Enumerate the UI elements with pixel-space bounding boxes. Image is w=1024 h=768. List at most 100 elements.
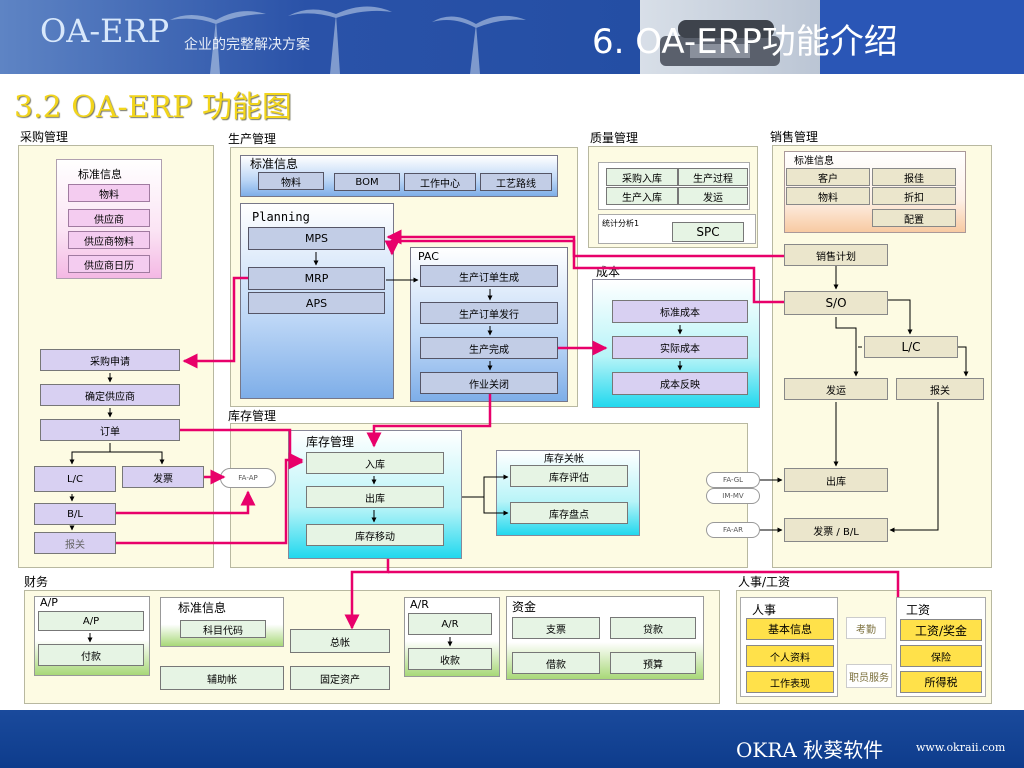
logo: OA-ERP: [40, 12, 170, 50]
inventory-close-title: 库存关帐: [544, 454, 584, 465]
interface-fa-gl[interactable]: FA-GL: [706, 472, 760, 488]
purchase-customs[interactable]: 报关: [34, 532, 116, 554]
hr-salary-bonus[interactable]: 工资/奖金: [900, 619, 982, 641]
purchase-bl[interactable]: B/L: [34, 503, 116, 525]
purchase-invoice[interactable]: 发票: [122, 466, 204, 488]
pac-complete[interactable]: 生产完成: [420, 337, 558, 359]
purchase-std-supplier-material[interactable]: 供应商物料: [68, 231, 150, 249]
finance-ap[interactable]: A/P: [38, 611, 144, 631]
inventory-out[interactable]: 出库: [306, 486, 444, 508]
section-label-hr: 人事/工资: [738, 575, 791, 589]
finance-ap-title: A/P: [40, 596, 58, 609]
purchase-order[interactable]: 订单: [40, 419, 180, 441]
purchase-request[interactable]: 采购申请: [40, 349, 180, 371]
finance-ar-title: A/R: [410, 598, 429, 611]
sales-std-customer[interactable]: 客户: [786, 168, 870, 186]
production-std-bom[interactable]: BOM: [334, 173, 400, 191]
hr-performance[interactable]: 工作表现: [746, 671, 834, 693]
purchase-std-supplier-calendar[interactable]: 供应商日历: [68, 255, 150, 273]
interface-fa-ap[interactable]: FA-AP: [220, 468, 276, 488]
hr-person-title: 人事: [752, 603, 777, 617]
quality-stat-label: 统计分析1: [602, 219, 640, 228]
planning-title: Planning: [252, 210, 310, 224]
pac-order-release[interactable]: 生产订单发行: [420, 302, 558, 324]
finance-fixed-assets[interactable]: 固定资产: [290, 666, 390, 690]
finance-general-ledger[interactable]: 总帐: [290, 629, 390, 653]
interface-fa-ar[interactable]: FA-AR: [706, 522, 760, 538]
sales-std-quote[interactable]: 报佳: [872, 168, 956, 186]
purchase-std-material[interactable]: 物料: [68, 184, 150, 202]
finance-std-title: 标准信息: [178, 601, 227, 615]
sales-ship[interactable]: 发运: [784, 378, 888, 400]
section-label-sales: 销售管理: [770, 130, 819, 144]
footer-url: www.okraii.com: [916, 741, 1006, 754]
footer-brand: OKRA 秋葵软件: [736, 738, 884, 762]
footer-bar: [0, 710, 1024, 768]
hr-insurance[interactable]: 保险: [900, 645, 982, 667]
purchase-confirm-supplier[interactable]: 确定供应商: [40, 384, 180, 406]
section-label-purchase: 采购管理: [20, 130, 69, 144]
production-std-workcenter[interactable]: 工作中心: [404, 173, 476, 191]
section-label-inventory: 库存管理: [228, 409, 277, 423]
inventory-inner-title: 库存管理: [306, 435, 355, 449]
sales-customs[interactable]: 报关: [896, 378, 984, 400]
sales-std-title: 标准信息: [794, 156, 834, 167]
cost-reflect[interactable]: 成本反映: [612, 372, 748, 395]
purchase-std-supplier[interactable]: 供应商: [68, 209, 150, 227]
inventory-move[interactable]: 库存移动: [306, 524, 444, 546]
finance-cheque[interactable]: 支票: [512, 617, 600, 639]
inventory-valuation[interactable]: 库存评估: [510, 465, 628, 487]
title-panel-right: [820, 0, 1024, 74]
header-banner: OA-ERP 企业的完整解决方案 6. OA-ERP功能介绍: [0, 0, 1024, 74]
sales-std-config[interactable]: 配置: [872, 209, 956, 227]
hr-income-tax[interactable]: 所得税: [900, 671, 982, 693]
quality-production-in[interactable]: 生产入库: [606, 187, 678, 205]
planning-mrp[interactable]: MRP: [248, 267, 385, 290]
finance-receipt[interactable]: 收款: [408, 648, 492, 670]
tagline: 企业的完整解决方案: [184, 37, 310, 53]
sales-lc[interactable]: L/C: [864, 336, 958, 358]
page-title: 6. OA-ERP功能介绍: [592, 22, 898, 62]
quality-spc[interactable]: SPC: [672, 222, 744, 242]
interface-im-mv[interactable]: IM-MV: [706, 488, 760, 504]
production-std-material[interactable]: 物料: [258, 172, 324, 190]
section-label-production: 生产管理: [228, 132, 277, 146]
finance-account-code[interactable]: 科目代码: [180, 620, 266, 638]
planning-mps[interactable]: MPS: [248, 227, 385, 250]
sales-out[interactable]: 出库: [784, 468, 888, 492]
sales-std-material[interactable]: 物料: [786, 187, 870, 205]
hr-basic-info[interactable]: 基本信息: [746, 618, 834, 640]
finance-budget[interactable]: 预算: [610, 652, 696, 674]
purchase-std-title: 标准信息: [78, 168, 122, 181]
section-label-cost: 成本: [596, 265, 621, 279]
quality-process[interactable]: 生产过程: [678, 168, 748, 186]
sales-so[interactable]: S/O: [784, 291, 888, 315]
finance-fund-title: 资金: [512, 600, 537, 614]
finance-loan[interactable]: 贷款: [610, 617, 696, 639]
hr-attendance[interactable]: 考勤: [846, 617, 886, 639]
planning-aps[interactable]: APS: [248, 292, 385, 314]
quality-purchase-in[interactable]: 采购入库: [606, 168, 678, 186]
sales-invoice-bl[interactable]: 发票 / B/L: [784, 518, 888, 542]
cost-standard[interactable]: 标准成本: [612, 300, 748, 323]
section-label-finance: 财务: [24, 575, 49, 589]
hr-personal-data[interactable]: 个人资料: [746, 645, 834, 667]
inventory-stocktake[interactable]: 库存盘点: [510, 502, 628, 524]
palm-decoration: [170, 6, 526, 74]
pac-close[interactable]: 作业关闭: [420, 372, 558, 394]
sales-plan[interactable]: 销售计划: [784, 244, 888, 266]
hr-salary-title: 工资: [906, 603, 931, 617]
sales-std-discount[interactable]: 折扣: [872, 187, 956, 205]
pac-order-create[interactable]: 生产订单生成: [420, 265, 558, 287]
purchase-lc[interactable]: L/C: [34, 466, 116, 492]
hr-employee-service[interactable]: 职员服务: [846, 664, 892, 688]
finance-payment[interactable]: 付款: [38, 644, 144, 666]
inventory-in[interactable]: 入库: [306, 452, 444, 474]
telephone-icon: [660, 20, 780, 66]
cost-actual[interactable]: 实际成本: [612, 336, 748, 359]
finance-ar[interactable]: A/R: [408, 613, 492, 635]
quality-shipping[interactable]: 发运: [678, 187, 748, 205]
finance-borrow[interactable]: 借款: [512, 652, 600, 674]
production-std-routing[interactable]: 工艺路线: [480, 173, 552, 191]
finance-auxiliary[interactable]: 辅助帐: [160, 666, 284, 690]
